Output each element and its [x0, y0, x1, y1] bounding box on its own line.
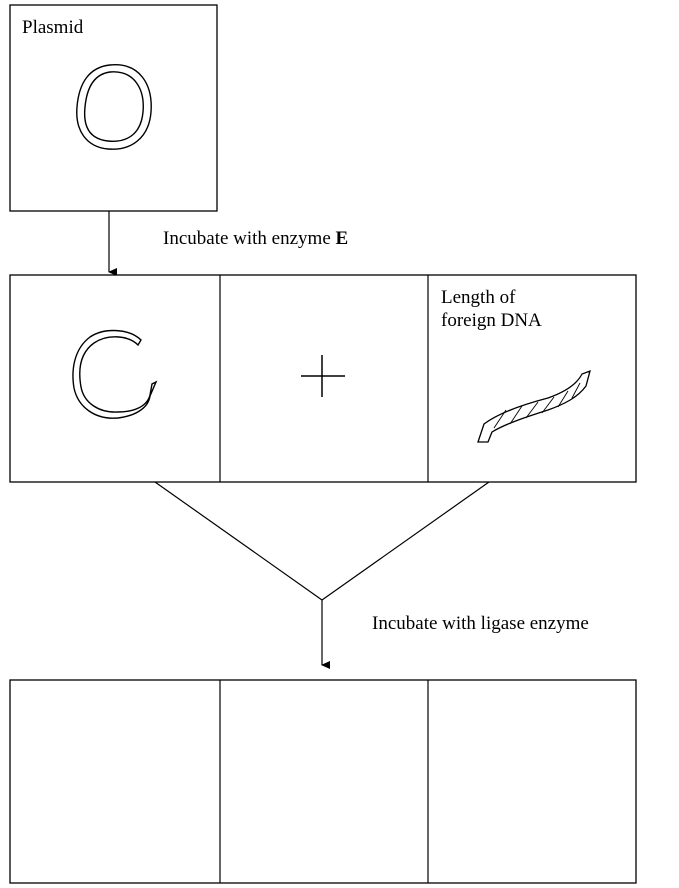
foreign-dna-icon	[477, 369, 591, 443]
plasmid-box	[9, 4, 218, 212]
cut-products-box	[9, 274, 637, 483]
step1-label: Incubate with enzyme E	[163, 228, 348, 249]
converge-line-left	[154, 481, 323, 601]
plasmid-label: Plasmid	[22, 17, 84, 38]
plus-icon	[301, 355, 345, 397]
circular-plasmid-icon	[76, 64, 152, 150]
cut-plasmid-icon	[72, 329, 158, 419]
result-box	[9, 679, 637, 884]
enzyme-e: E	[336, 228, 349, 249]
step1-text: Incubate with enzyme	[163, 228, 336, 249]
step2-label: Incubate with ligase enzyme	[372, 613, 589, 634]
converge-line-right	[321, 481, 490, 601]
foreign-dna-label-line1: Length of	[441, 287, 516, 308]
foreign-dna-label-line2: foreign DNA	[441, 310, 542, 331]
